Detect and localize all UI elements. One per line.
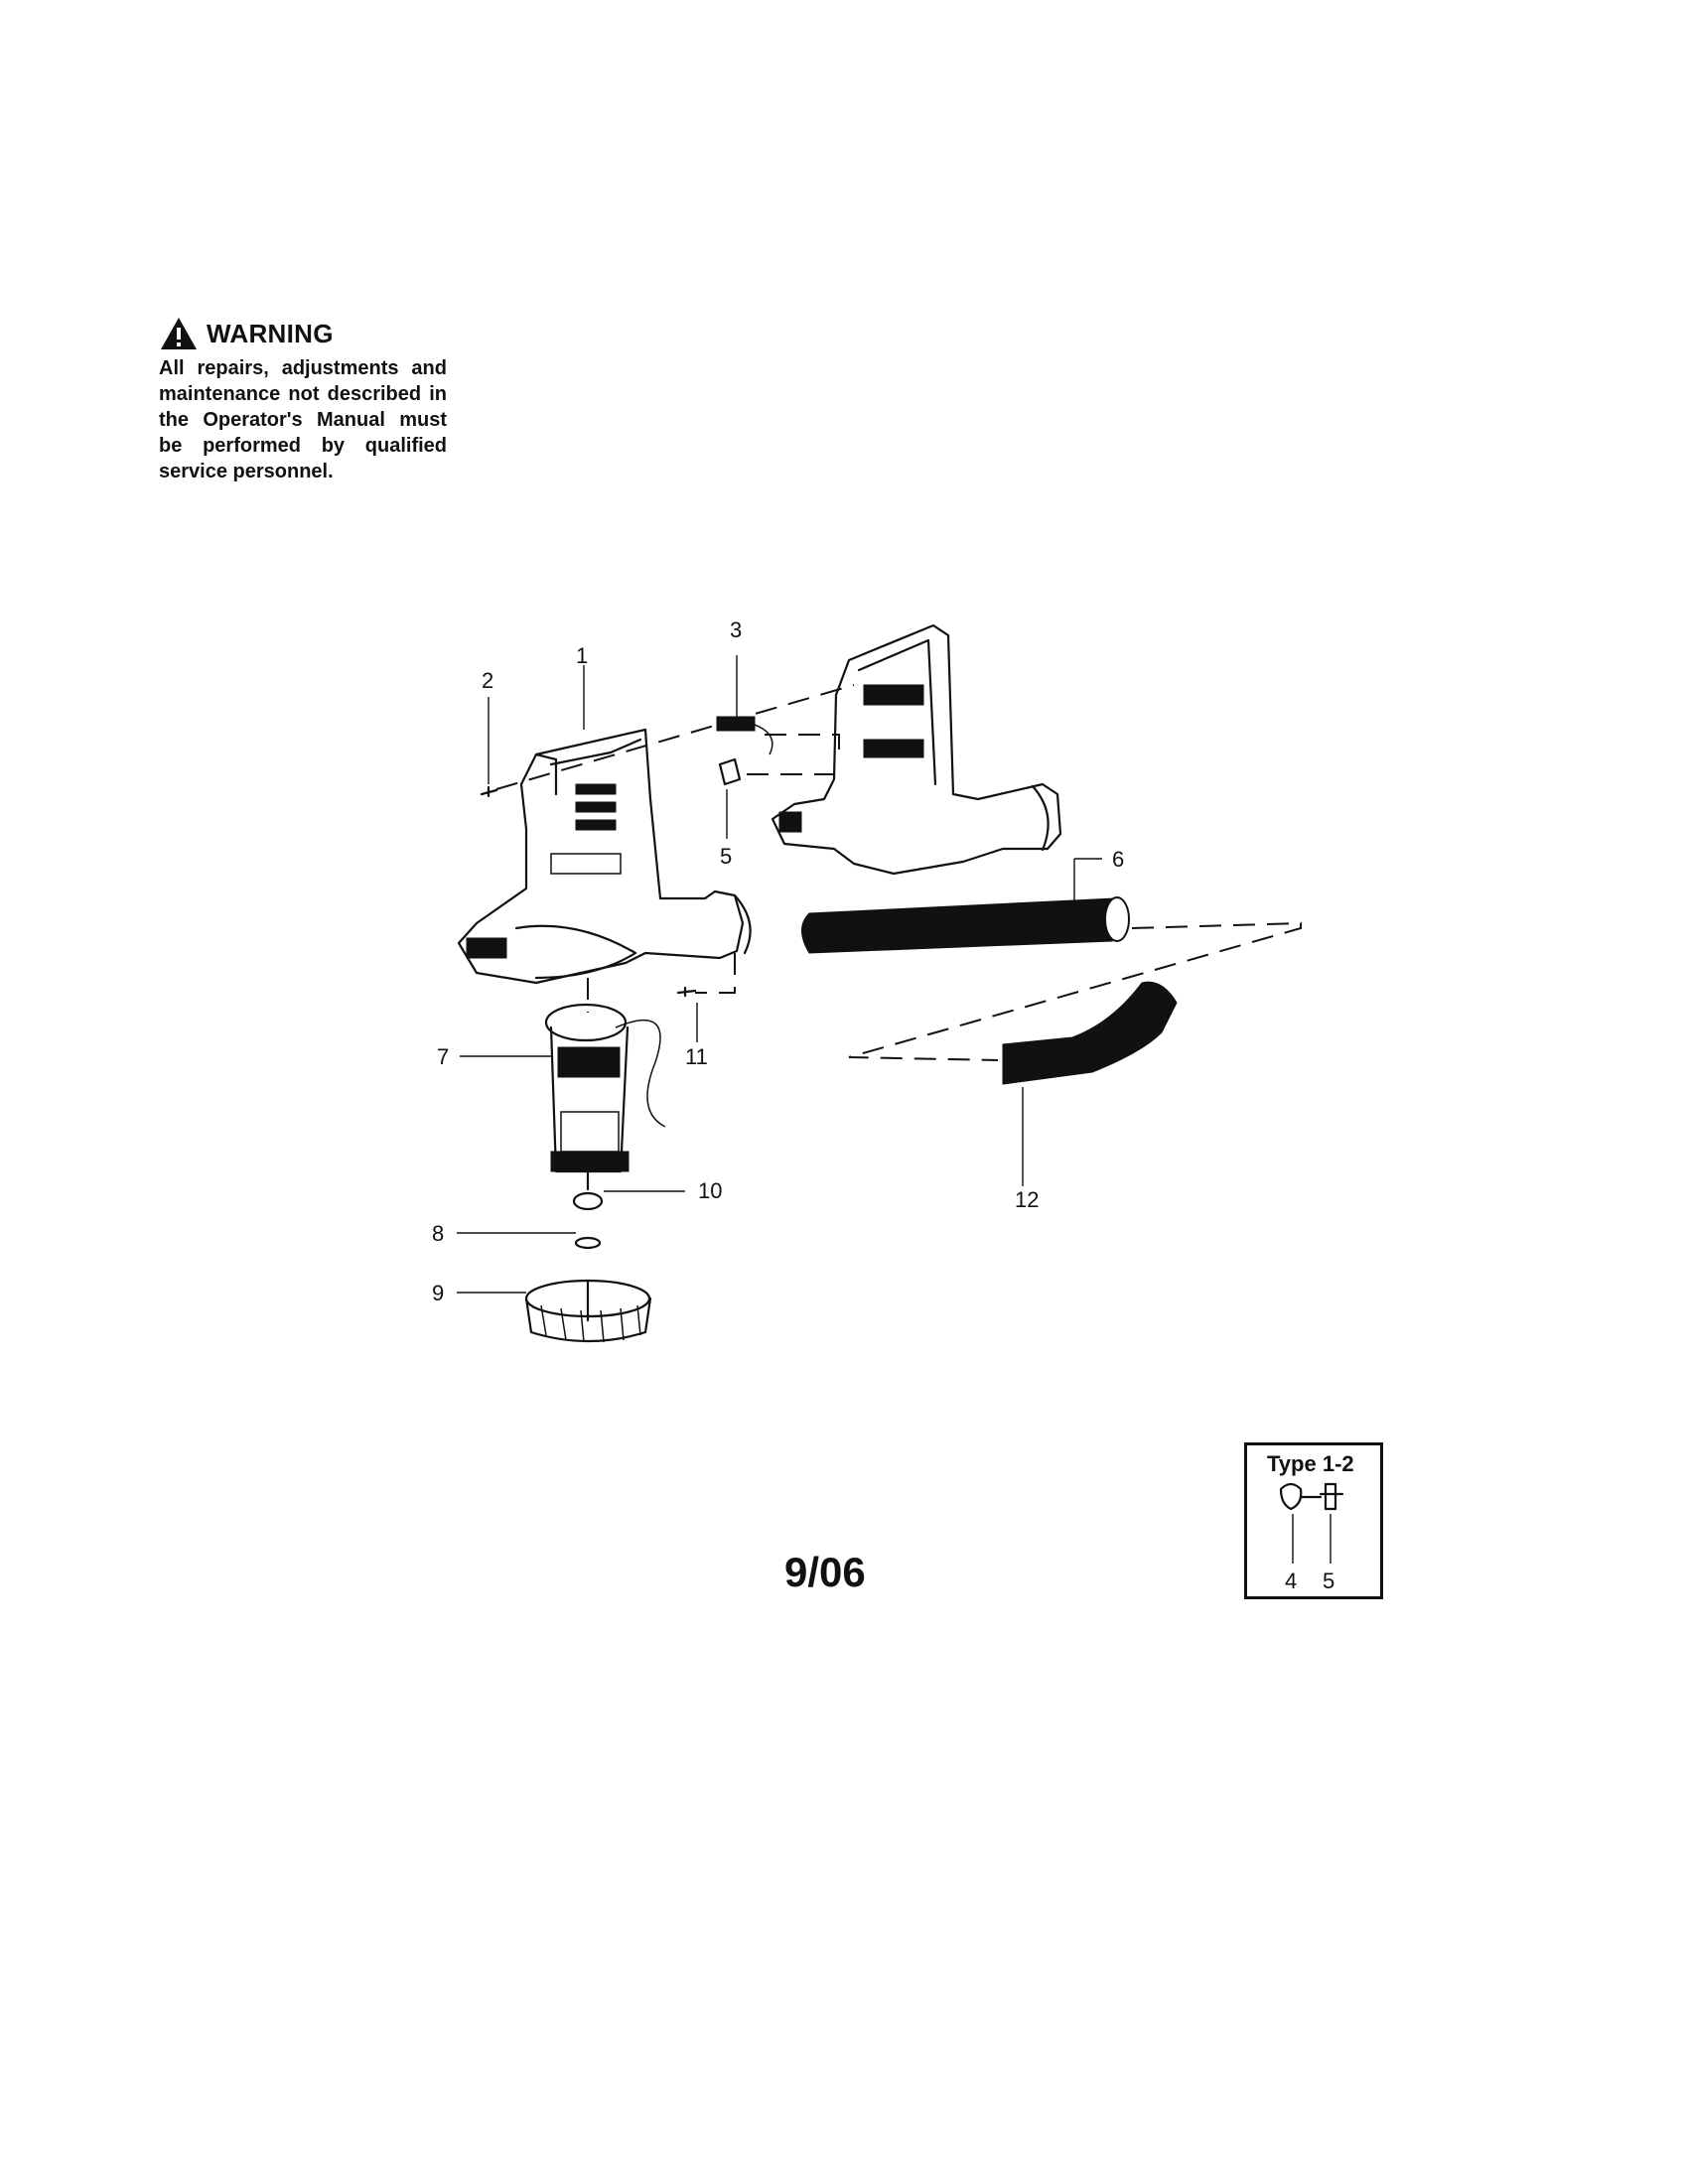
- label-part-11: 11: [685, 1044, 708, 1069]
- warning-title: WARNING: [207, 318, 334, 348]
- washer-part-10: [572, 1191, 604, 1211]
- motor: [544, 1003, 666, 1191]
- screw-part-11: [676, 986, 697, 998]
- inset-label-5: 5: [1323, 1569, 1334, 1593]
- label-part-7: 7: [437, 1044, 449, 1069]
- housing-left: [457, 728, 752, 985]
- inset-label-4: 4: [1285, 1569, 1297, 1593]
- switch-part-3: [716, 716, 773, 755]
- warning-message: All repairs, adjustments and maintenance…: [159, 357, 447, 482]
- label-part-3: 3: [730, 617, 742, 642]
- label-part-6: 6: [1112, 847, 1124, 872]
- inset-parts: 4 5: [1279, 1482, 1344, 1593]
- housing-right: [771, 623, 1062, 876]
- warning-triangle-icon: [161, 318, 197, 349]
- label-part-9: 9: [432, 1281, 444, 1305]
- label-part-8: 8: [432, 1221, 444, 1246]
- inset-title: Type 1-2: [1267, 1451, 1354, 1476]
- label-part-10: 10: [698, 1178, 722, 1203]
- label-part-1: 1: [576, 643, 588, 668]
- label-part-12: 12: [1015, 1187, 1039, 1212]
- fan-impeller: [524, 1279, 652, 1343]
- warning-block: WARNING All repairs, adjustments and mai…: [159, 316, 447, 484]
- label-part-5: 5: [720, 844, 732, 869]
- label-part-2: 2: [482, 668, 493, 693]
- screw-part-2: [480, 785, 498, 798]
- curved-nozzle: [1002, 981, 1178, 1085]
- warning-heading: WARNING: [159, 316, 447, 351]
- cord-retainer-part-5: [718, 757, 742, 786]
- date-code: 9/06: [784, 1549, 866, 1595]
- blower-tube: [801, 896, 1130, 954]
- spacer-part-8: [574, 1236, 602, 1250]
- type-inset-box: Type 1-2: [1244, 1442, 1383, 1599]
